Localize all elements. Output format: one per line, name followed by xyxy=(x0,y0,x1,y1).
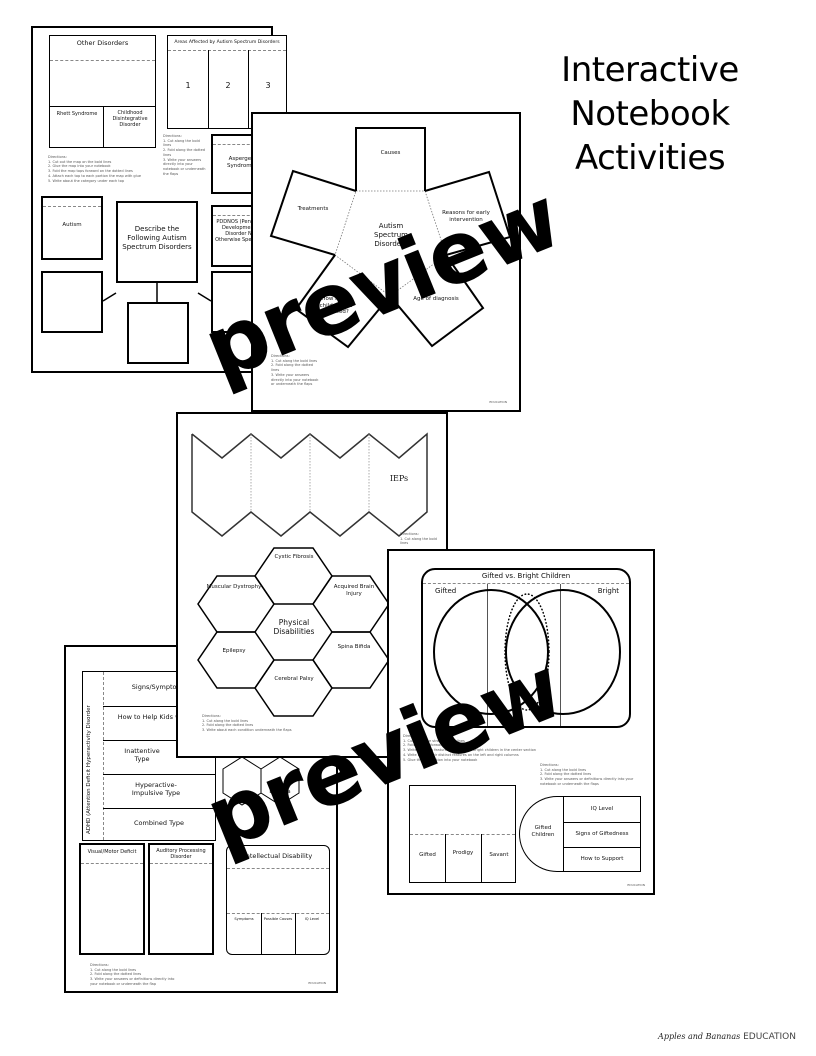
star-directions: Directions: 1. Cut along the bold lines … xyxy=(271,354,319,387)
star-foldable xyxy=(269,127,512,349)
adhd-row-inattentive: Inattentive Type xyxy=(124,747,160,763)
visual-motor-box: Visual/Motor Deficit xyxy=(79,843,145,955)
ieps-label: IEPs xyxy=(389,474,409,483)
tab-directions: Directions: 1. Cut along the bold lines … xyxy=(540,763,634,786)
other-disorders-title: Other Disorders xyxy=(76,39,129,47)
pddnos-label: PDDNOS (Pervasive Developmental Disorder… xyxy=(215,219,267,243)
asperger-label: Asperger Syndrome xyxy=(227,156,255,169)
area-2: 2 xyxy=(225,81,231,90)
adhd-row-signs: Signs/Symptoms xyxy=(131,683,187,691)
gifted-tab-rows: IQ Level Signs of Giftedness How to Supp… xyxy=(563,796,641,872)
venn-directions: Directions: 1. Cut along the straight, b… xyxy=(403,734,536,762)
id-col-causes: Possible Causes xyxy=(263,917,293,921)
describe-center-label: Describe the Following Autism Spectrum D… xyxy=(122,225,192,251)
venn-left-label: Gifted xyxy=(435,587,457,595)
areas-affected-title: Areas Affected by Autism Spectrum Disord… xyxy=(174,40,280,45)
flap-causes: Causes xyxy=(380,150,401,156)
flap-age-of-diagnosis: Age of diagnosis xyxy=(413,296,459,302)
empty-flap-left xyxy=(41,271,103,333)
adhd-row-hyperactive: Hyperactive-Impulsive Type xyxy=(131,781,181,797)
cell-prodigy: Prodigy xyxy=(452,850,474,856)
describe-center-box: Describe the Following Autism Spectrum D… xyxy=(116,201,198,283)
adhd-row-combined: Combined Type xyxy=(133,819,185,827)
star-center-label: Autism Spectrum Disorders xyxy=(374,222,408,248)
hex-muscular-dystrophy: Muscular Dystrophy xyxy=(206,584,262,590)
directions-left: Directions: 1. Cut out the map on the bo… xyxy=(48,155,141,183)
row-how-to-support: How to Support xyxy=(580,856,624,862)
hex-epilepsy: Epilepsy xyxy=(222,648,246,654)
connector-lines xyxy=(102,283,212,302)
rhett-syndrome-label: Rhett Syndrome xyxy=(56,111,98,117)
brand-script: Apples and Bananas xyxy=(658,1032,741,1041)
autism-flap: Autism xyxy=(41,196,103,260)
adhd-directions: Directions: 1. Cut along the bold lines … xyxy=(90,963,175,986)
physical-disabilities-hexes xyxy=(197,547,390,717)
adhd-row-help: How to Help Kids with ADHD xyxy=(117,713,211,721)
other-disorders-flap: Other Disorders Rhett Syndrome Childhood… xyxy=(49,35,156,148)
page4-footer-brand: EDUCATION xyxy=(627,882,645,887)
id-col-symptoms: Symptoms xyxy=(234,917,254,921)
autism-label: Autism xyxy=(62,222,82,228)
hex-cystic-fibrosis: Cystic Fibrosis xyxy=(274,554,314,560)
venn-diagram xyxy=(433,589,621,715)
area-3: 3 xyxy=(265,81,271,90)
hex-acquired-brain-injury: Acquired Brain Injury xyxy=(333,584,375,597)
cell-savant: Savant xyxy=(489,852,509,858)
flap-reasons-early-intervention: Reasons for early intervention xyxy=(442,210,490,223)
brand-footer: Apples and Bananas EDUCATION xyxy=(658,1032,796,1042)
worksheet-gifted-bright: Gifted vs. Bright Children Gifted Bright… xyxy=(387,549,655,895)
learning-disability-hexes xyxy=(222,756,300,806)
flap-treatments: Treatments xyxy=(297,206,329,212)
hex-cerebral-palsy: Cerebral Palsy xyxy=(274,676,314,682)
hex-center-physical-disabilities: Physical Disabilities xyxy=(273,618,315,637)
visual-motor-label: Visual/Motor Deficit xyxy=(87,849,137,855)
venn-right-label: Bright xyxy=(597,587,619,595)
hex-spina-bifida: Spina Bifida xyxy=(337,644,371,650)
intellectual-disability-flap: Intellectual Disability Symptoms Possibl… xyxy=(226,845,330,955)
childhood-disintegrative-label: Childhood Disintegrative Disorder xyxy=(112,110,148,128)
auditory-processing-box: Auditory Processing Disorder xyxy=(148,843,214,955)
id-col-iq: IQ Level xyxy=(304,917,320,921)
adhd-vertical-label: ADHD (Attention Deficit Hyperactivity Di… xyxy=(86,705,92,834)
hex-dyslexia: Dyslexia xyxy=(269,789,291,795)
gifted-children-label: Gifted Children xyxy=(531,825,555,838)
flap-how-many-children: How many children are affected? xyxy=(319,296,353,316)
intellectual-disability-title: Intellectual Disability xyxy=(243,852,313,860)
worksheet-autism-spectrum: Other Disorders Rhett Syndrome Childhood… xyxy=(31,26,287,373)
heading-line-1: Interactive xyxy=(561,50,739,90)
worksheet-autism-star: Causes Treatments Reasons for early inte… xyxy=(251,112,521,412)
adhd-vertical-label-strip: ADHD (Attention Deficit Hyperactivity Di… xyxy=(83,672,104,840)
heading-line-2: Notebook xyxy=(570,94,730,134)
area-1: 1 xyxy=(185,81,191,90)
row-iq-level: IQ Level xyxy=(590,806,614,812)
hex-directions: Directions: 1. Cut along the bold lines … xyxy=(202,714,292,733)
banner-directions: Directions: 1. Cut along the bold lines xyxy=(400,532,437,546)
cell-gifted: Gifted xyxy=(419,852,436,858)
brand-caps: EDUCATION xyxy=(743,1032,796,1042)
page5-footer-brand: EDUCATION xyxy=(308,980,326,985)
venn-title: Gifted vs. Bright Children xyxy=(481,572,571,580)
gifted-prodigy-savant-flap: Gifted Prodigy Savant xyxy=(409,785,516,883)
page2-footer-brand: EDUCATION xyxy=(489,399,507,404)
empty-flap-bottom xyxy=(127,302,189,364)
iep-banner-foldable xyxy=(191,432,428,537)
row-signs-of-giftedness: Signs of Giftedness xyxy=(575,831,629,837)
auditory-processing-label: Auditory Processing Disorder xyxy=(156,848,206,860)
heading-line-3: Activities xyxy=(574,138,726,178)
directions-right: Directions: 1. Cut along the bold lines … xyxy=(163,134,206,176)
page-heading: Interactive Notebook Activities xyxy=(550,48,750,180)
